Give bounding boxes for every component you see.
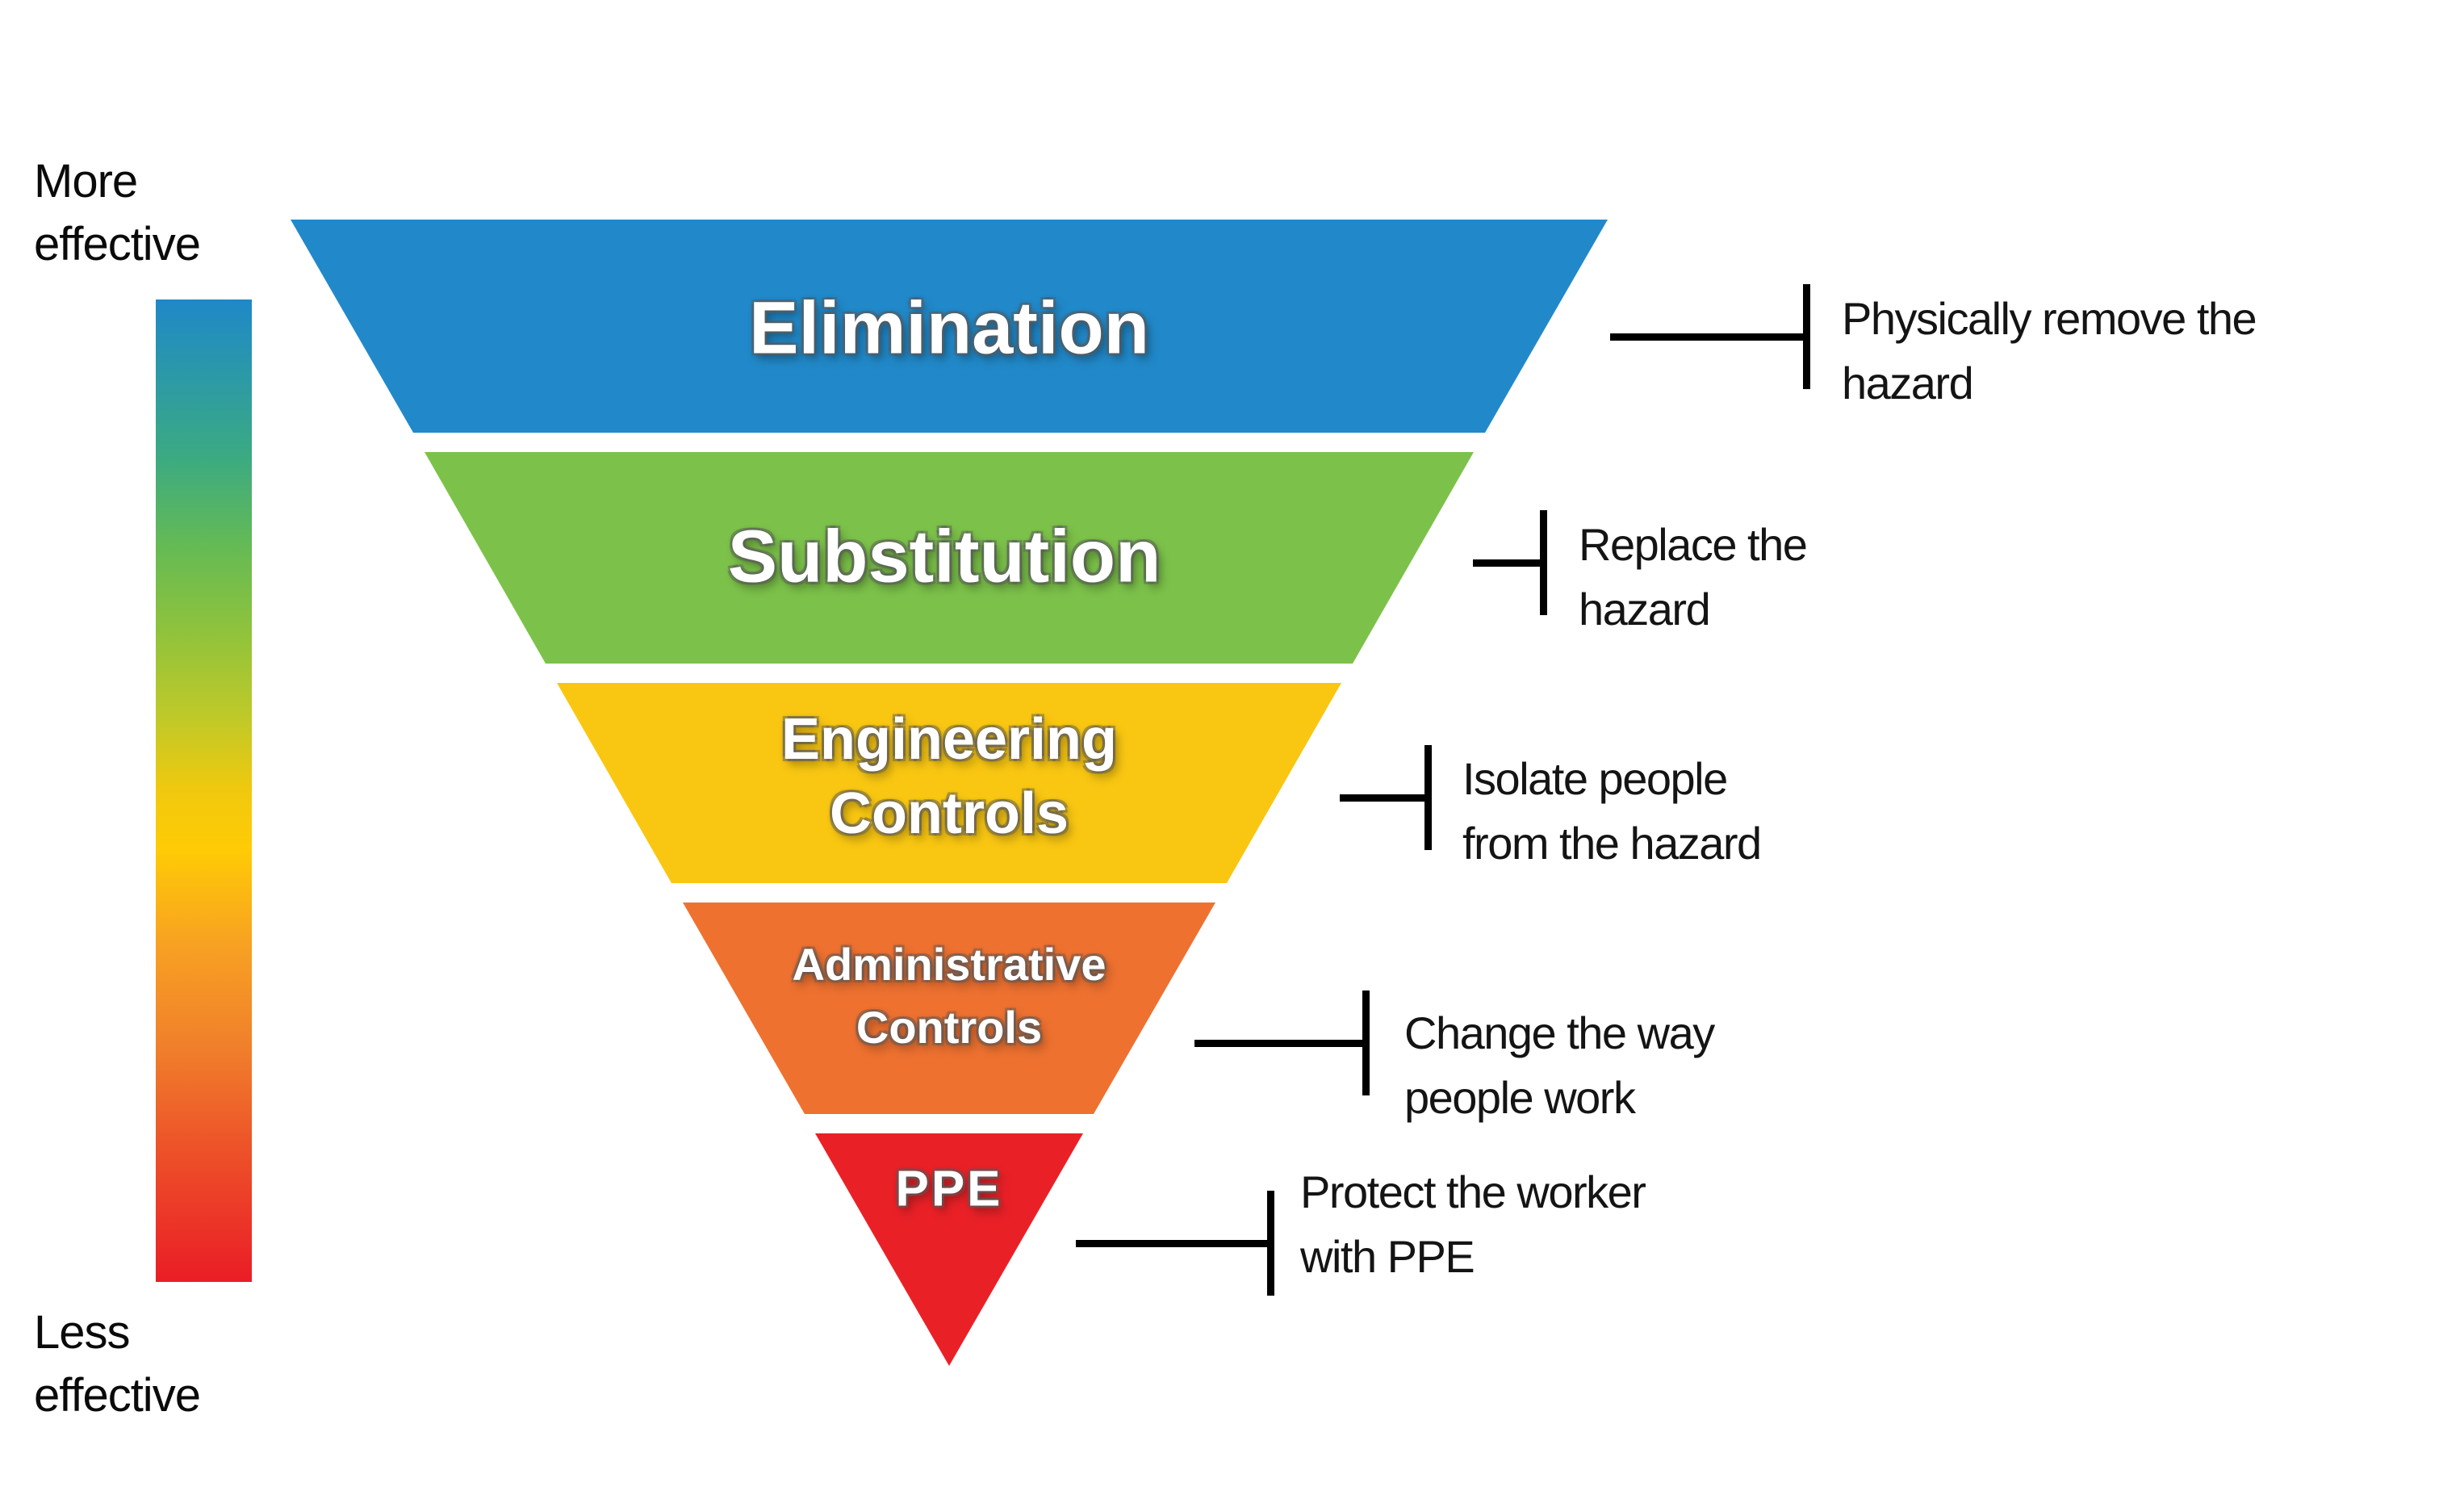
pyramid-level-elimination-shape (291, 220, 1608, 433)
more-effective-label: More effective (34, 155, 201, 270)
ppe-label: PPE (895, 1161, 1003, 1217)
administrative-controls-label: Administrative Controls (792, 939, 1106, 1053)
engineering-controls-label: Engineering Controls (780, 707, 1118, 846)
pyramid-level-substitution-shape (425, 452, 1474, 664)
pyramid-level-ppe-shape (815, 1133, 1083, 1366)
less-effective-label: Less effective (34, 1306, 201, 1422)
effectiveness-gradient-bar (156, 299, 252, 1282)
elimination-label: Elimination (749, 287, 1149, 370)
substitution-label: Substitution (727, 515, 1161, 598)
pyramid-level-administrative-controls-shape (683, 903, 1215, 1114)
pyramid-level-engineering-controls-shape (557, 683, 1341, 883)
